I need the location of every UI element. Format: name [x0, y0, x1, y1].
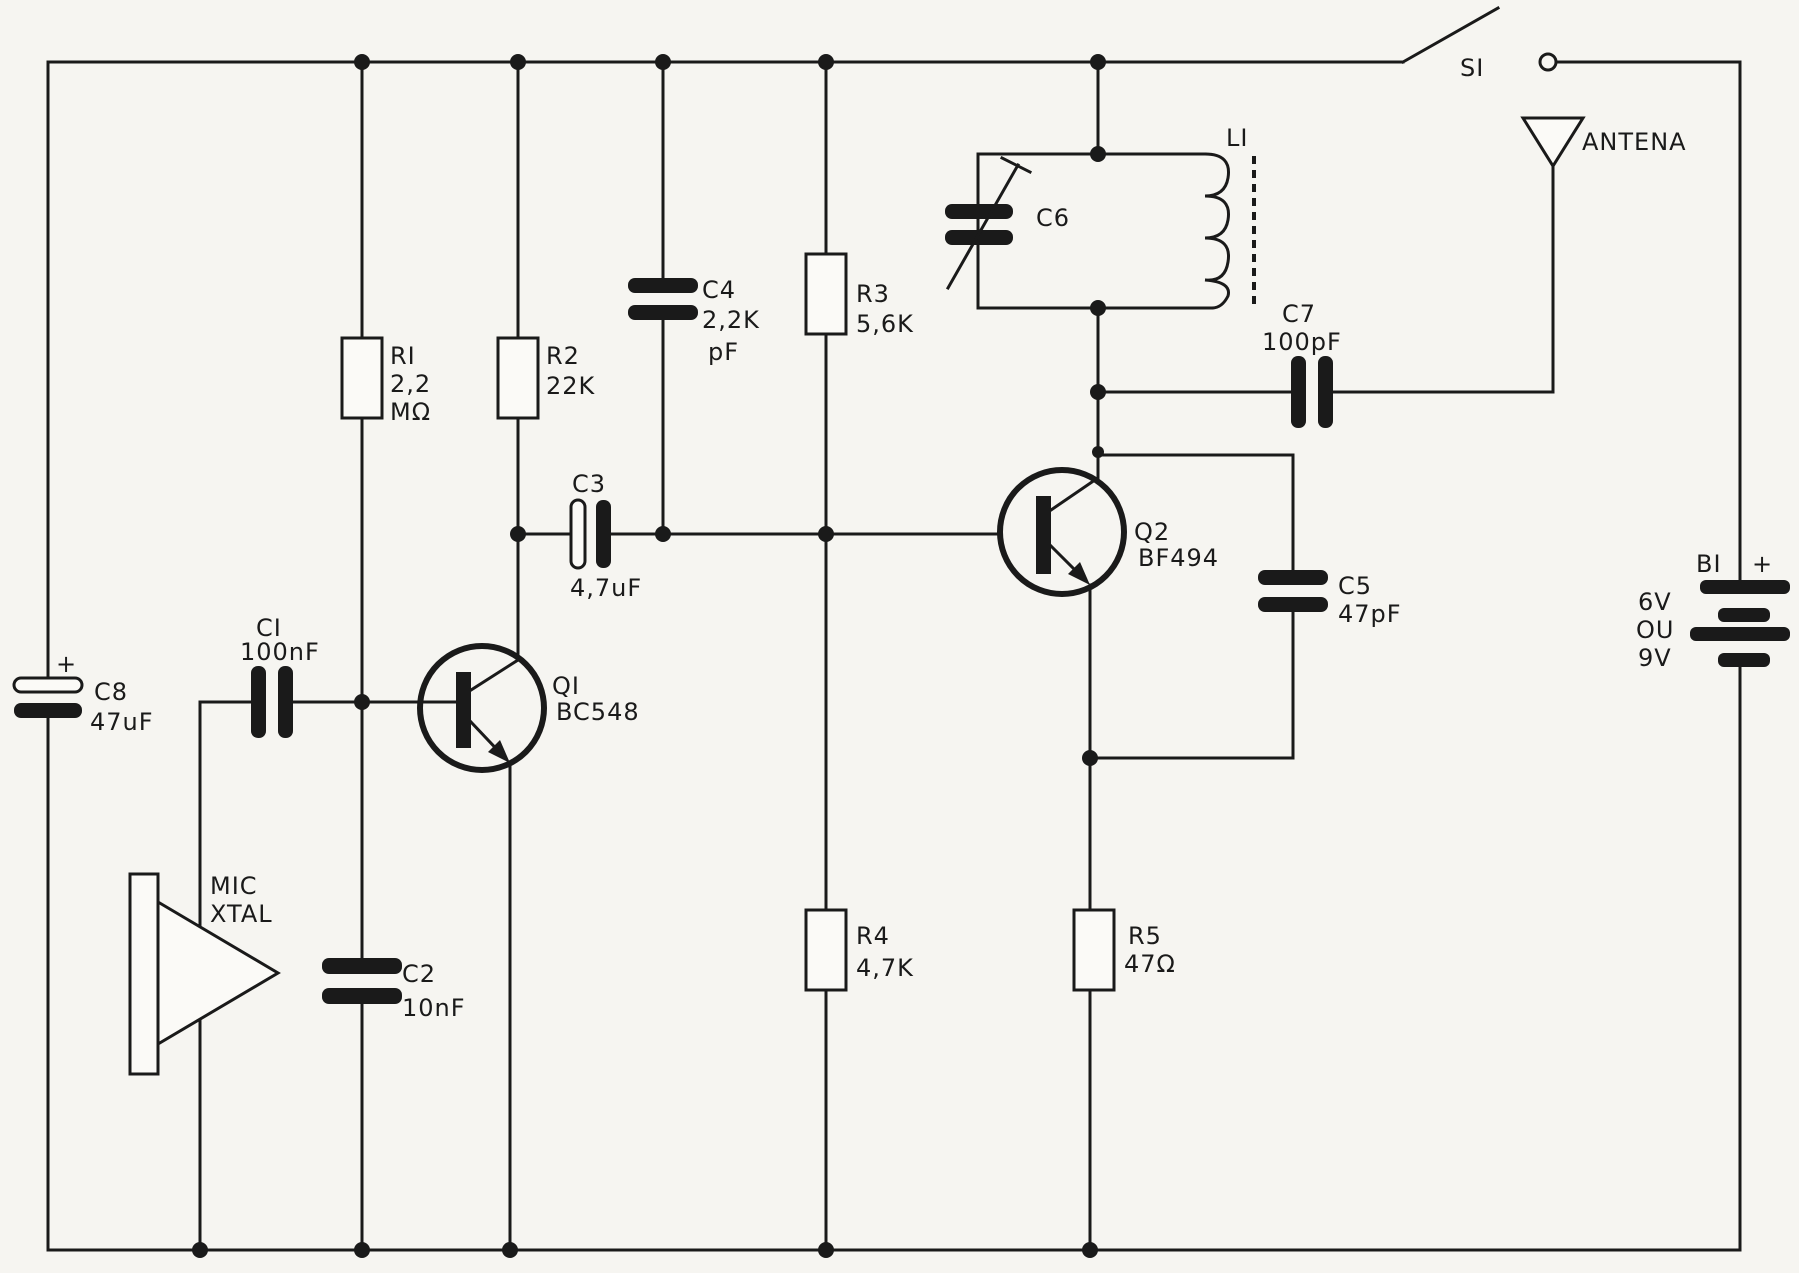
r2-resistor [496, 336, 540, 420]
c6-ref: C6 [1036, 204, 1070, 232]
mic-type: XTAL [210, 900, 273, 928]
tank-circuit [945, 60, 1256, 454]
r2-value: 22K [546, 372, 596, 400]
c4-unit: pF [708, 338, 739, 366]
r1-ref: RI [390, 342, 416, 370]
c3-capacitor [516, 498, 1012, 570]
l1-ref: LI [1226, 124, 1248, 152]
q2-transistor [997, 450, 1127, 760]
r4-resistor [804, 908, 848, 992]
q1-transistor [416, 643, 547, 773]
junction-dots [192, 54, 1106, 1258]
r1-unit: MΩ [390, 398, 431, 426]
r3-resistor [804, 252, 848, 336]
r5-column [1072, 756, 1116, 1252]
c8-value: 47uF [90, 708, 154, 736]
c4-ref: C4 [702, 276, 736, 304]
c7-value: 100pF [1262, 328, 1342, 356]
crystal-microphone [128, 872, 281, 1076]
q1-value: BC548 [556, 698, 640, 726]
b1-polarity: + [1752, 550, 1773, 578]
c1-value: 100nF [240, 638, 320, 666]
c2-plate-top [322, 958, 402, 974]
r4-ref: R4 [856, 922, 890, 950]
r1-column [322, 60, 402, 1252]
c2-ref: C2 [402, 960, 436, 988]
c5-capacitor [1088, 453, 1328, 760]
c2-plate-bottom [322, 988, 402, 1004]
s1-ref: SI [1460, 54, 1484, 82]
b1-ref: BI [1696, 550, 1722, 578]
mic-label: MIC [210, 872, 258, 900]
r1-resistor [340, 336, 384, 420]
q2-value: BF494 [1138, 544, 1219, 572]
r4-value: 4,7K [856, 954, 914, 982]
q1-ref: QI [552, 672, 580, 700]
q2-ref: Q2 [1134, 518, 1170, 546]
b1-voltage-a: 6V [1638, 588, 1672, 616]
b1-voltage-b: 9V [1638, 644, 1672, 672]
r5-ref: R5 [1128, 922, 1162, 950]
c4-capacitor [628, 60, 698, 536]
r3-value: 5,6K [856, 310, 914, 338]
top-rail-wire [48, 5, 1742, 72]
r3-ref: R3 [856, 280, 890, 308]
r5-value: 47Ω [1124, 950, 1176, 978]
r2-column [496, 60, 540, 1252]
r3-r4-column [804, 60, 848, 1252]
c7-antenna [1096, 116, 1586, 428]
c2-value: 10nF [402, 994, 466, 1022]
b1-or: OU [1636, 616, 1674, 644]
c5-value: 47pF [1338, 600, 1402, 628]
antenna-label: ANTENA [1582, 128, 1687, 156]
battery-b1 [1690, 60, 1790, 1252]
r5-resistor [1072, 908, 1116, 992]
c7-ref: C7 [1282, 300, 1316, 328]
c8-capacitor [12, 60, 84, 1252]
c1-ref: CI [256, 614, 282, 642]
switch-contact [1538, 52, 1558, 72]
r2-ref: R2 [546, 342, 580, 370]
c3-ref: C3 [572, 470, 606, 498]
c3-value: 4,7uF [570, 574, 642, 602]
antenna-icon [1520, 116, 1586, 169]
c8-ref: C8 [94, 678, 128, 706]
c8-polarity: + [56, 650, 77, 678]
r1-value: 2,2 [390, 370, 431, 398]
c4-value: 2,2K [702, 306, 760, 334]
c5-ref: C5 [1338, 572, 1372, 600]
